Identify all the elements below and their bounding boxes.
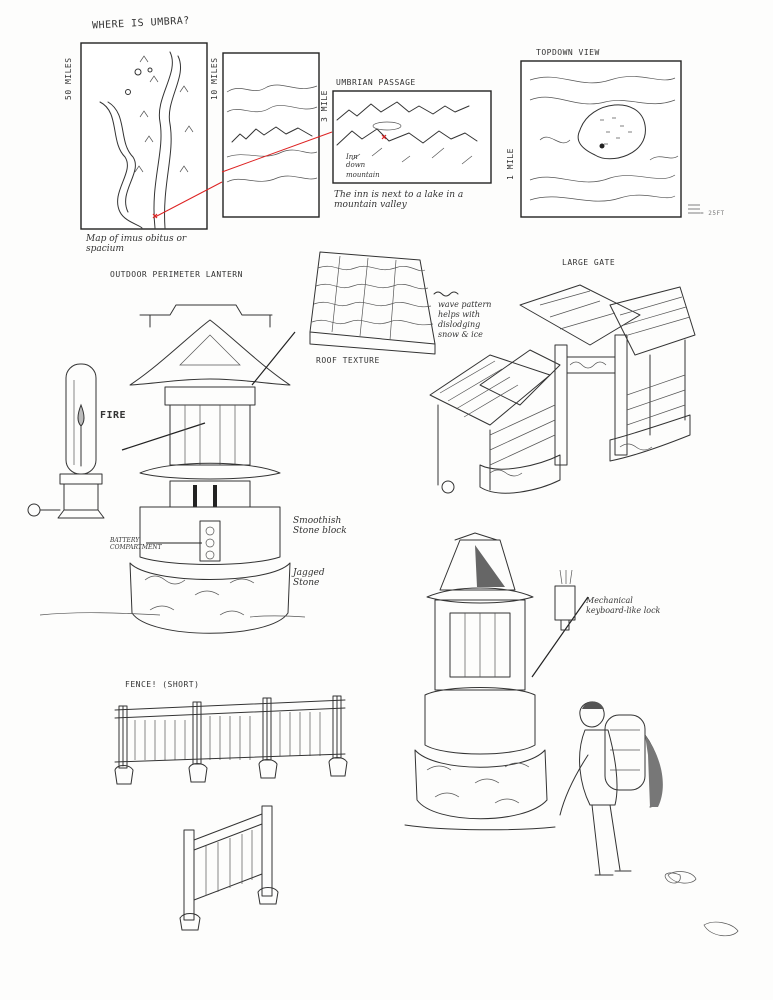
footprints-drawing (667, 871, 739, 937)
stone-block-label: Smoothish Stone block (293, 516, 347, 536)
fence-section-drawing (179, 805, 279, 931)
scale-50-miles: 50 MILES (64, 57, 73, 100)
roof-wave-note: wave pattern helps with dislodging snow … (438, 300, 492, 339)
maps-title: WHERE IS UMBRA? (91, 15, 191, 32)
lock-note: Mechanical keyboard-like lock (586, 596, 661, 615)
inn-caption: The inn is next to a lake in a mountain … (334, 190, 464, 210)
legend-icon (688, 204, 700, 214)
fire-pointer (121, 422, 206, 451)
large-gate-drawing (429, 284, 696, 494)
passage-note-inn: Inn (346, 153, 358, 161)
map-caption: Map of imus obitus or spacium (86, 234, 187, 254)
lock-drawing (554, 569, 576, 631)
lantern-roof-pointer (251, 331, 296, 386)
scale-3-mile: 3 MILE (320, 90, 329, 122)
legend-note: = 25FT (700, 210, 725, 217)
battery-label: BATTERY COMPARTMENT (110, 537, 162, 551)
scale-1-mile: 1 MILE (506, 148, 515, 180)
short-fence-drawing (114, 695, 348, 785)
coastline-map (80, 42, 223, 230)
lantern-title: OUTDOOR PERIMETER LANTERN (110, 270, 243, 279)
passage-title: UMBRIAN PASSAGE (336, 78, 416, 87)
fire-label: FIRE (100, 410, 127, 421)
region-map (221, 52, 333, 218)
roof-texture-label: ROOF TEXTURE (316, 356, 380, 365)
jagged-stone-label: Jagged Stone (293, 568, 325, 588)
passage-map (332, 90, 492, 184)
scale-10-miles: 10 MILES (210, 57, 219, 100)
gate-title: LARGE GATE (562, 258, 616, 267)
wave-icon (433, 291, 459, 297)
battery-pointer (146, 542, 202, 544)
roof-texture-drawing (309, 251, 436, 355)
candle-tube-drawing (27, 363, 105, 519)
lantern-closeup-pointer (531, 596, 589, 678)
passage-note-mountain: down mountain (346, 161, 380, 179)
perimeter-lantern-drawing (39, 304, 306, 634)
topdown-map (520, 60, 682, 218)
lantern-closeup-drawing (404, 532, 556, 831)
topdown-title: TOPDOWN VIEW (536, 48, 600, 57)
traveler-drawing (559, 701, 681, 884)
fence-title: FENCE! (SHORT) (125, 680, 200, 689)
